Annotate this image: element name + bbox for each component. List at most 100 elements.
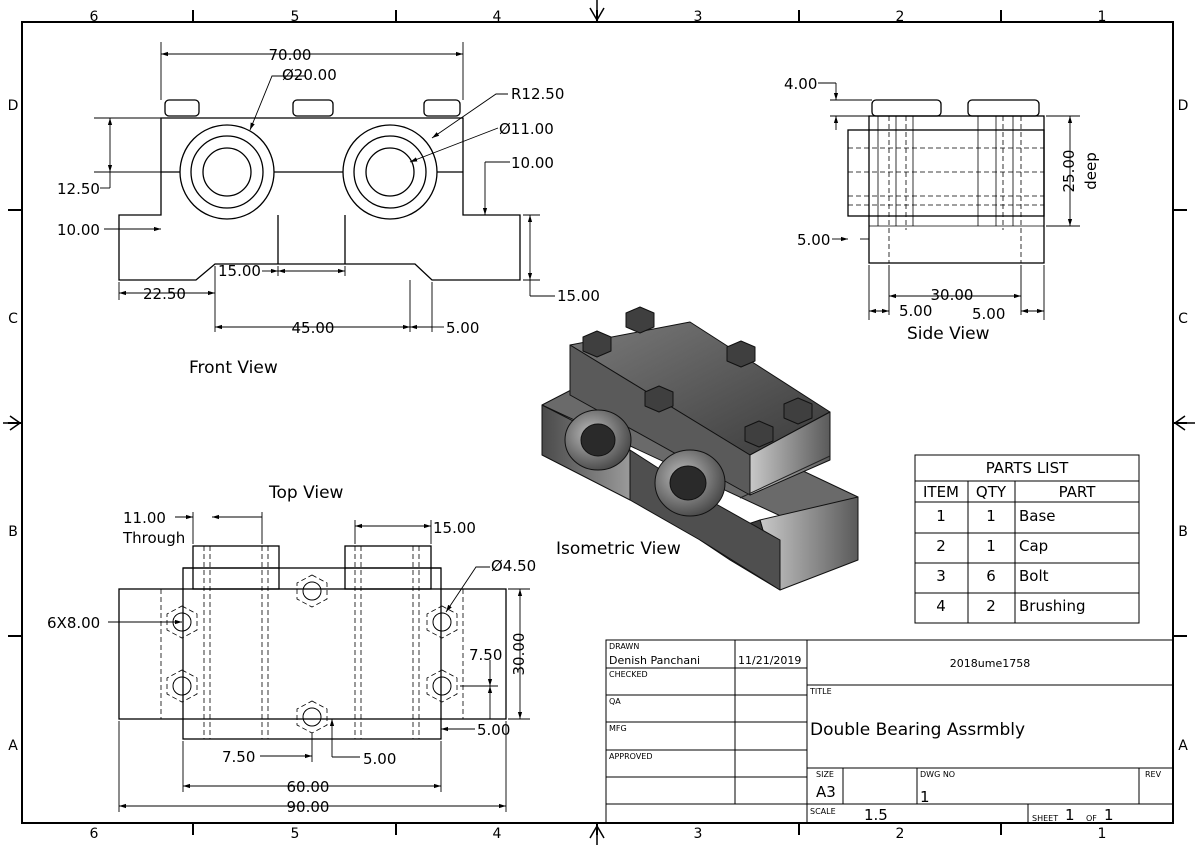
parts-row-item: 1 <box>936 507 946 525</box>
zone-col-top: 3 <box>694 9 703 25</box>
dim-dia-20: Ø20.00 <box>282 66 337 84</box>
parts-row-part: Cap <box>1019 537 1048 555</box>
dim-dia-4-5: Ø4.50 <box>491 557 536 575</box>
title-dwg-no: 1 <box>920 788 930 806</box>
title-dwg-no-label: DWG NO <box>920 770 955 779</box>
title-size: A3 <box>816 783 836 801</box>
dim-depth-25: 25.00 <box>1060 150 1078 193</box>
dim-side-30: 30.00 <box>931 286 974 304</box>
bushing-left-inner <box>580 423 616 457</box>
dim-side-right-5: 5.00 <box>972 305 1005 323</box>
parts-list: PARTS LIST ITEM QTY PART 1 1 2 1 3 6 4 2… <box>914 454 1140 624</box>
dim-left-10: 10.00 <box>57 221 100 239</box>
dim-left-22-5: 22.50 <box>143 285 186 303</box>
dim-width-70: 70.00 <box>269 46 312 64</box>
front-view: 70.00 Ø20.00 R12.50 Ø11.00 10.00 12.50 1… <box>57 42 600 378</box>
bolt-head-icon <box>783 397 813 425</box>
zone-col-bottom: 3 <box>694 826 703 842</box>
dim-step-10: 10.00 <box>511 154 554 172</box>
dim-top-7-5: 7.50 <box>469 646 502 664</box>
parts-header-item: ITEM <box>923 483 959 501</box>
parts-row-part: Bolt <box>1019 567 1049 585</box>
title-sheet-label: SHEET <box>1032 814 1058 823</box>
dim-top-5: 5.00 <box>477 721 510 739</box>
zone-col-top: 1 <box>1098 9 1107 25</box>
parts-row-part: Base <box>1019 507 1056 525</box>
dim-slot-15: 15.00 <box>218 262 261 280</box>
zone-col-top: 2 <box>896 9 905 25</box>
title-checked-label: CHECKED <box>609 670 648 679</box>
title-block: DRAWN Denish Panchani 11/21/2019 CHECKED… <box>605 639 1174 824</box>
dim-counterbore-8: 6X8.00 <box>47 614 100 632</box>
parts-row-qty: 6 <box>986 567 996 585</box>
title-title-label: TITLE <box>809 687 832 696</box>
parts-row-item: 3 <box>936 567 946 585</box>
parts-row-qty: 1 <box>986 537 996 555</box>
zone-col-bottom: 1 <box>1098 826 1107 842</box>
zone-row-left: C <box>8 311 18 327</box>
parts-row-qty: 1 <box>986 507 996 525</box>
title-size-label: SIZE <box>816 770 834 779</box>
dim-dia-11: Ø11.00 <box>499 120 554 138</box>
side-view: 4.00 25.00 deep 5.00 30.00 5.00 5.00 Sid… <box>784 75 1100 344</box>
title-scale: 1.5 <box>864 806 888 824</box>
zone-row-right: C <box>1178 311 1188 327</box>
dim-base-15: 15.00 <box>557 287 600 305</box>
dim-bottom-5: 5.00 <box>363 750 396 768</box>
title-sheets: 1 <box>1104 806 1114 824</box>
sheet-border <box>3 0 1195 845</box>
title-drawn-date: 11/21/2019 <box>738 654 801 667</box>
zone-row-left: A <box>8 738 18 754</box>
title-qa-label: QA <box>609 697 621 706</box>
bolt-head-icon <box>582 330 612 358</box>
front-view-label: Front View <box>189 358 278 378</box>
dim-side-left-5: 5.00 <box>899 302 932 320</box>
title-scale-label: SCALE <box>810 807 836 816</box>
title-company: 2018ume1758 <box>950 657 1030 670</box>
top-view-label: Top View <box>268 483 344 503</box>
isometric-view-label: Isometric View <box>556 539 681 559</box>
zone-col-bottom: 2 <box>896 826 905 842</box>
dim-top-90: 90.00 <box>287 798 330 816</box>
zone-col-top: 6 <box>90 9 99 25</box>
title-drawn-by: Denish Panchani <box>609 654 700 667</box>
dim-height-12-5: 12.50 <box>57 180 100 198</box>
zone-row-left: B <box>8 524 18 540</box>
drawing-title: Double Bearing Assrmbly <box>810 720 1025 740</box>
dim-boss-15: 15.00 <box>433 519 476 537</box>
zone-col-top: 5 <box>291 9 300 25</box>
parts-row-item: 4 <box>936 597 946 615</box>
bolt-head-icon <box>625 306 655 334</box>
bolt-head-icon <box>744 420 774 448</box>
cap-right-face <box>749 411 831 496</box>
side-view-label: Side View <box>907 324 990 344</box>
dim-side-5: 5.00 <box>797 231 830 249</box>
dim-span-45: 45.00 <box>292 319 335 337</box>
title-mfg-label: MFG <box>609 724 627 733</box>
bolt-head-icon <box>644 385 674 413</box>
isometric-view: Isometric View <box>541 306 859 591</box>
title-drawn-label: DRAWN <box>609 642 639 651</box>
dim-bolt-height-4: 4.00 <box>784 75 817 93</box>
zone-labels: 6 5 4 3 2 1 6 5 4 3 2 1 D C B A D C B A <box>8 9 1189 842</box>
dim-top-30: 30.00 <box>510 633 528 676</box>
parts-list-title: PARTS LIST <box>986 459 1069 477</box>
dim-top-60: 60.00 <box>287 778 330 796</box>
dim-radius-12-5: R12.50 <box>511 85 564 103</box>
parts-header-qty: QTY <box>976 483 1007 501</box>
title-of-label: OF <box>1086 814 1097 823</box>
title-rev-label: REV <box>1145 770 1162 779</box>
dim-lip-5: 5.00 <box>446 319 479 337</box>
dim-through-note: Through <box>122 529 185 547</box>
zone-col-top: 4 <box>493 9 502 25</box>
zone-row-right: A <box>1178 738 1188 754</box>
title-approved-label: APPROVED <box>609 752 653 761</box>
parts-row-part: Brushing <box>1019 597 1085 615</box>
dim-deep-note: deep <box>1082 152 1100 190</box>
zone-col-bottom: 4 <box>493 826 502 842</box>
zone-row-right: D <box>1178 98 1189 114</box>
zone-col-bottom: 6 <box>90 826 99 842</box>
top-view: 11.00 Through 15.00 Ø4.50 6X8.00 7.50 30… <box>47 483 536 816</box>
bushing-right-inner <box>669 465 707 501</box>
